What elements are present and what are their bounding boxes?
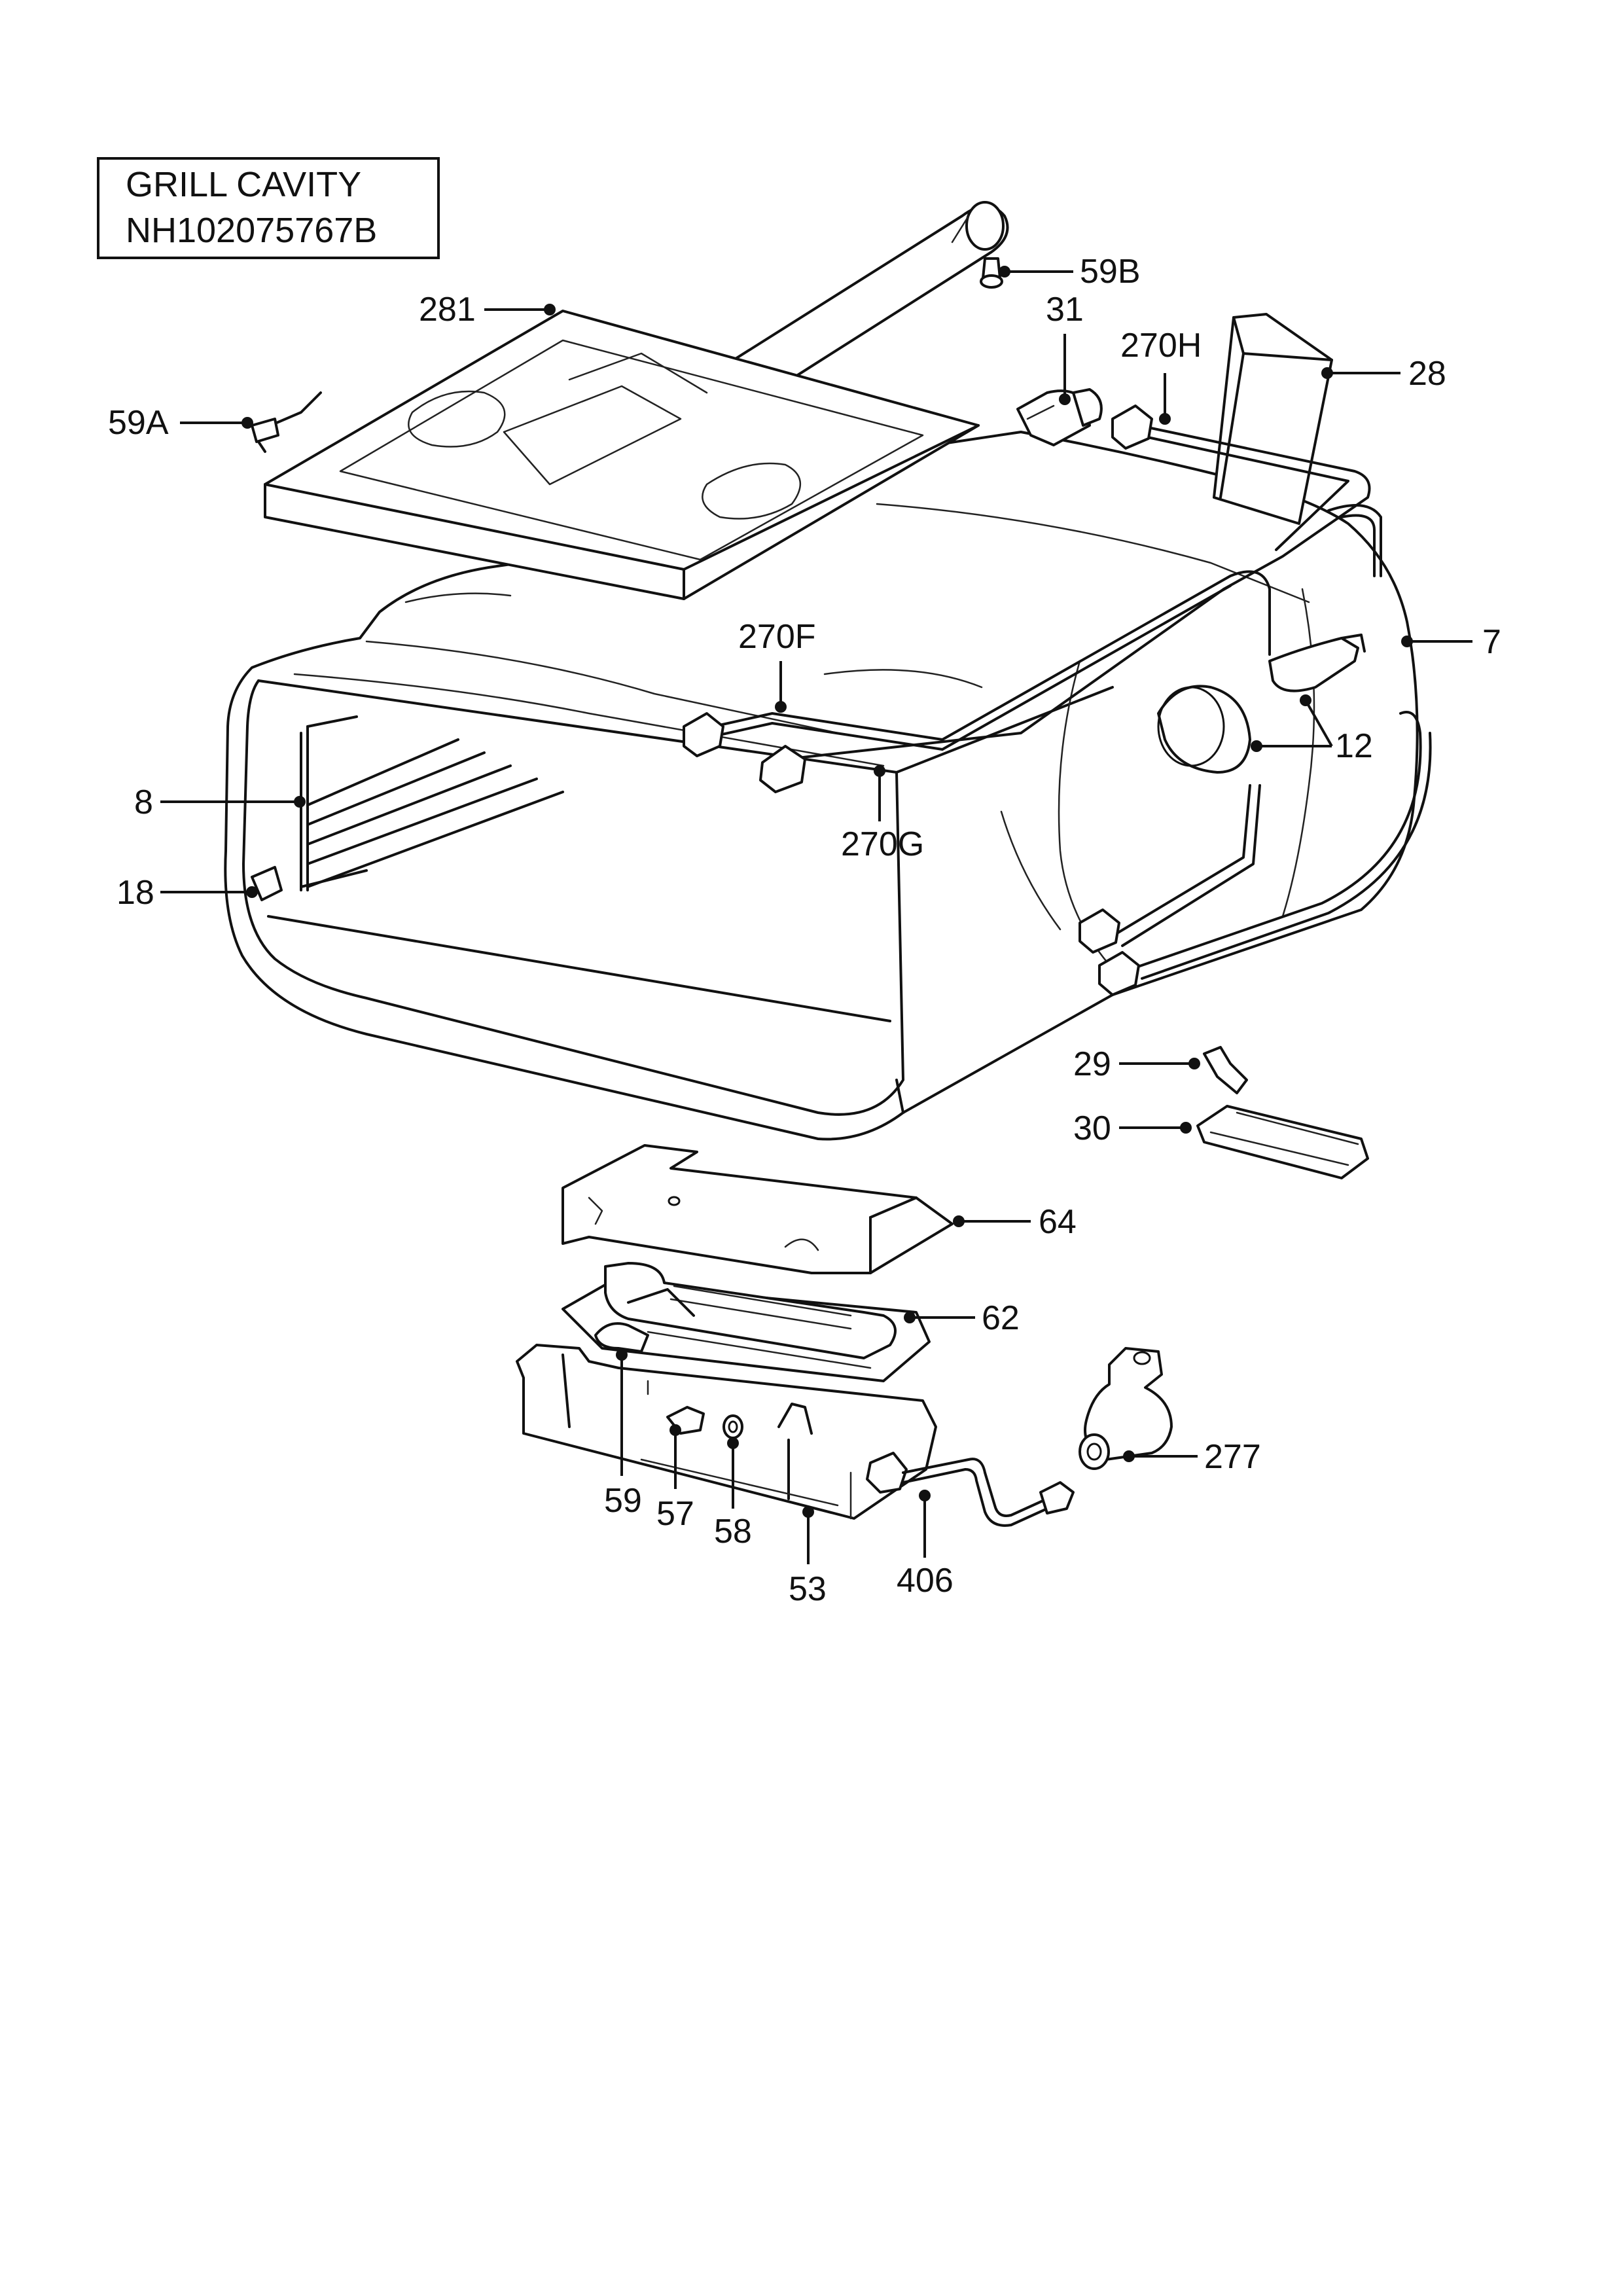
screw-59b — [980, 257, 1003, 289]
top-plate-281 — [264, 310, 980, 600]
callout-8: 8 — [134, 783, 153, 821]
callout-53: 53 — [789, 1570, 827, 1608]
callout-58: 58 — [714, 1513, 752, 1551]
callout-64: 64 — [1039, 1203, 1077, 1241]
nut-lower-2 — [1098, 951, 1140, 996]
callout-270h: 270H — [1120, 327, 1202, 365]
callout-7: 7 — [1482, 623, 1501, 661]
part-59a — [251, 391, 322, 453]
nut-270g — [759, 745, 806, 793]
shelf-rack-8 — [300, 715, 564, 891]
callout-28: 28 — [1408, 355, 1446, 393]
callout-59b: 59B — [1080, 253, 1141, 291]
nut-270h — [1111, 404, 1153, 450]
burner-62 — [562, 1262, 931, 1382]
electrode-59 — [594, 1322, 649, 1353]
nut-270f — [683, 712, 724, 757]
callout-12: 12 — [1335, 727, 1373, 765]
pipe-406 — [866, 1452, 1075, 1527]
bracket-29 — [1203, 1046, 1248, 1094]
callout-57: 57 — [656, 1495, 694, 1533]
callout-277: 277 — [1204, 1438, 1261, 1476]
callout-62: 62 — [982, 1299, 1020, 1337]
title-line-1: GRILL CAVITY — [126, 165, 361, 204]
title-block: GRILL CAVITY NH102075767B — [97, 157, 440, 259]
fitting-31 — [1016, 388, 1103, 446]
heat-shield-64 — [562, 1144, 954, 1274]
title-line-2: NH102075767B — [126, 211, 377, 250]
callout-59: 59 — [604, 1482, 642, 1520]
callouts: 59B 281 31 270H 28 59A 7 270F 12 8 270G … — [108, 253, 1501, 1608]
duct-28 — [1213, 313, 1333, 525]
callout-270g: 270G — [841, 825, 924, 863]
callout-29: 29 — [1073, 1045, 1111, 1083]
callout-406: 406 — [897, 1562, 954, 1600]
callout-30: 30 — [1073, 1109, 1111, 1147]
callout-281: 281 — [419, 291, 476, 329]
callout-59a: 59A — [108, 404, 169, 442]
nut-lower-1 — [1079, 908, 1120, 954]
lamp-12 — [1157, 634, 1366, 774]
burner-tube — [722, 201, 1009, 384]
washer-58 — [722, 1414, 743, 1439]
callout-18: 18 — [116, 874, 154, 912]
callout-270f: 270F — [738, 618, 816, 656]
valve-277 — [1079, 1347, 1173, 1470]
clip-18 — [251, 866, 283, 901]
channel-30 — [1196, 1105, 1369, 1179]
callout-31: 31 — [1046, 291, 1084, 329]
gas-pipes — [683, 404, 1432, 996]
